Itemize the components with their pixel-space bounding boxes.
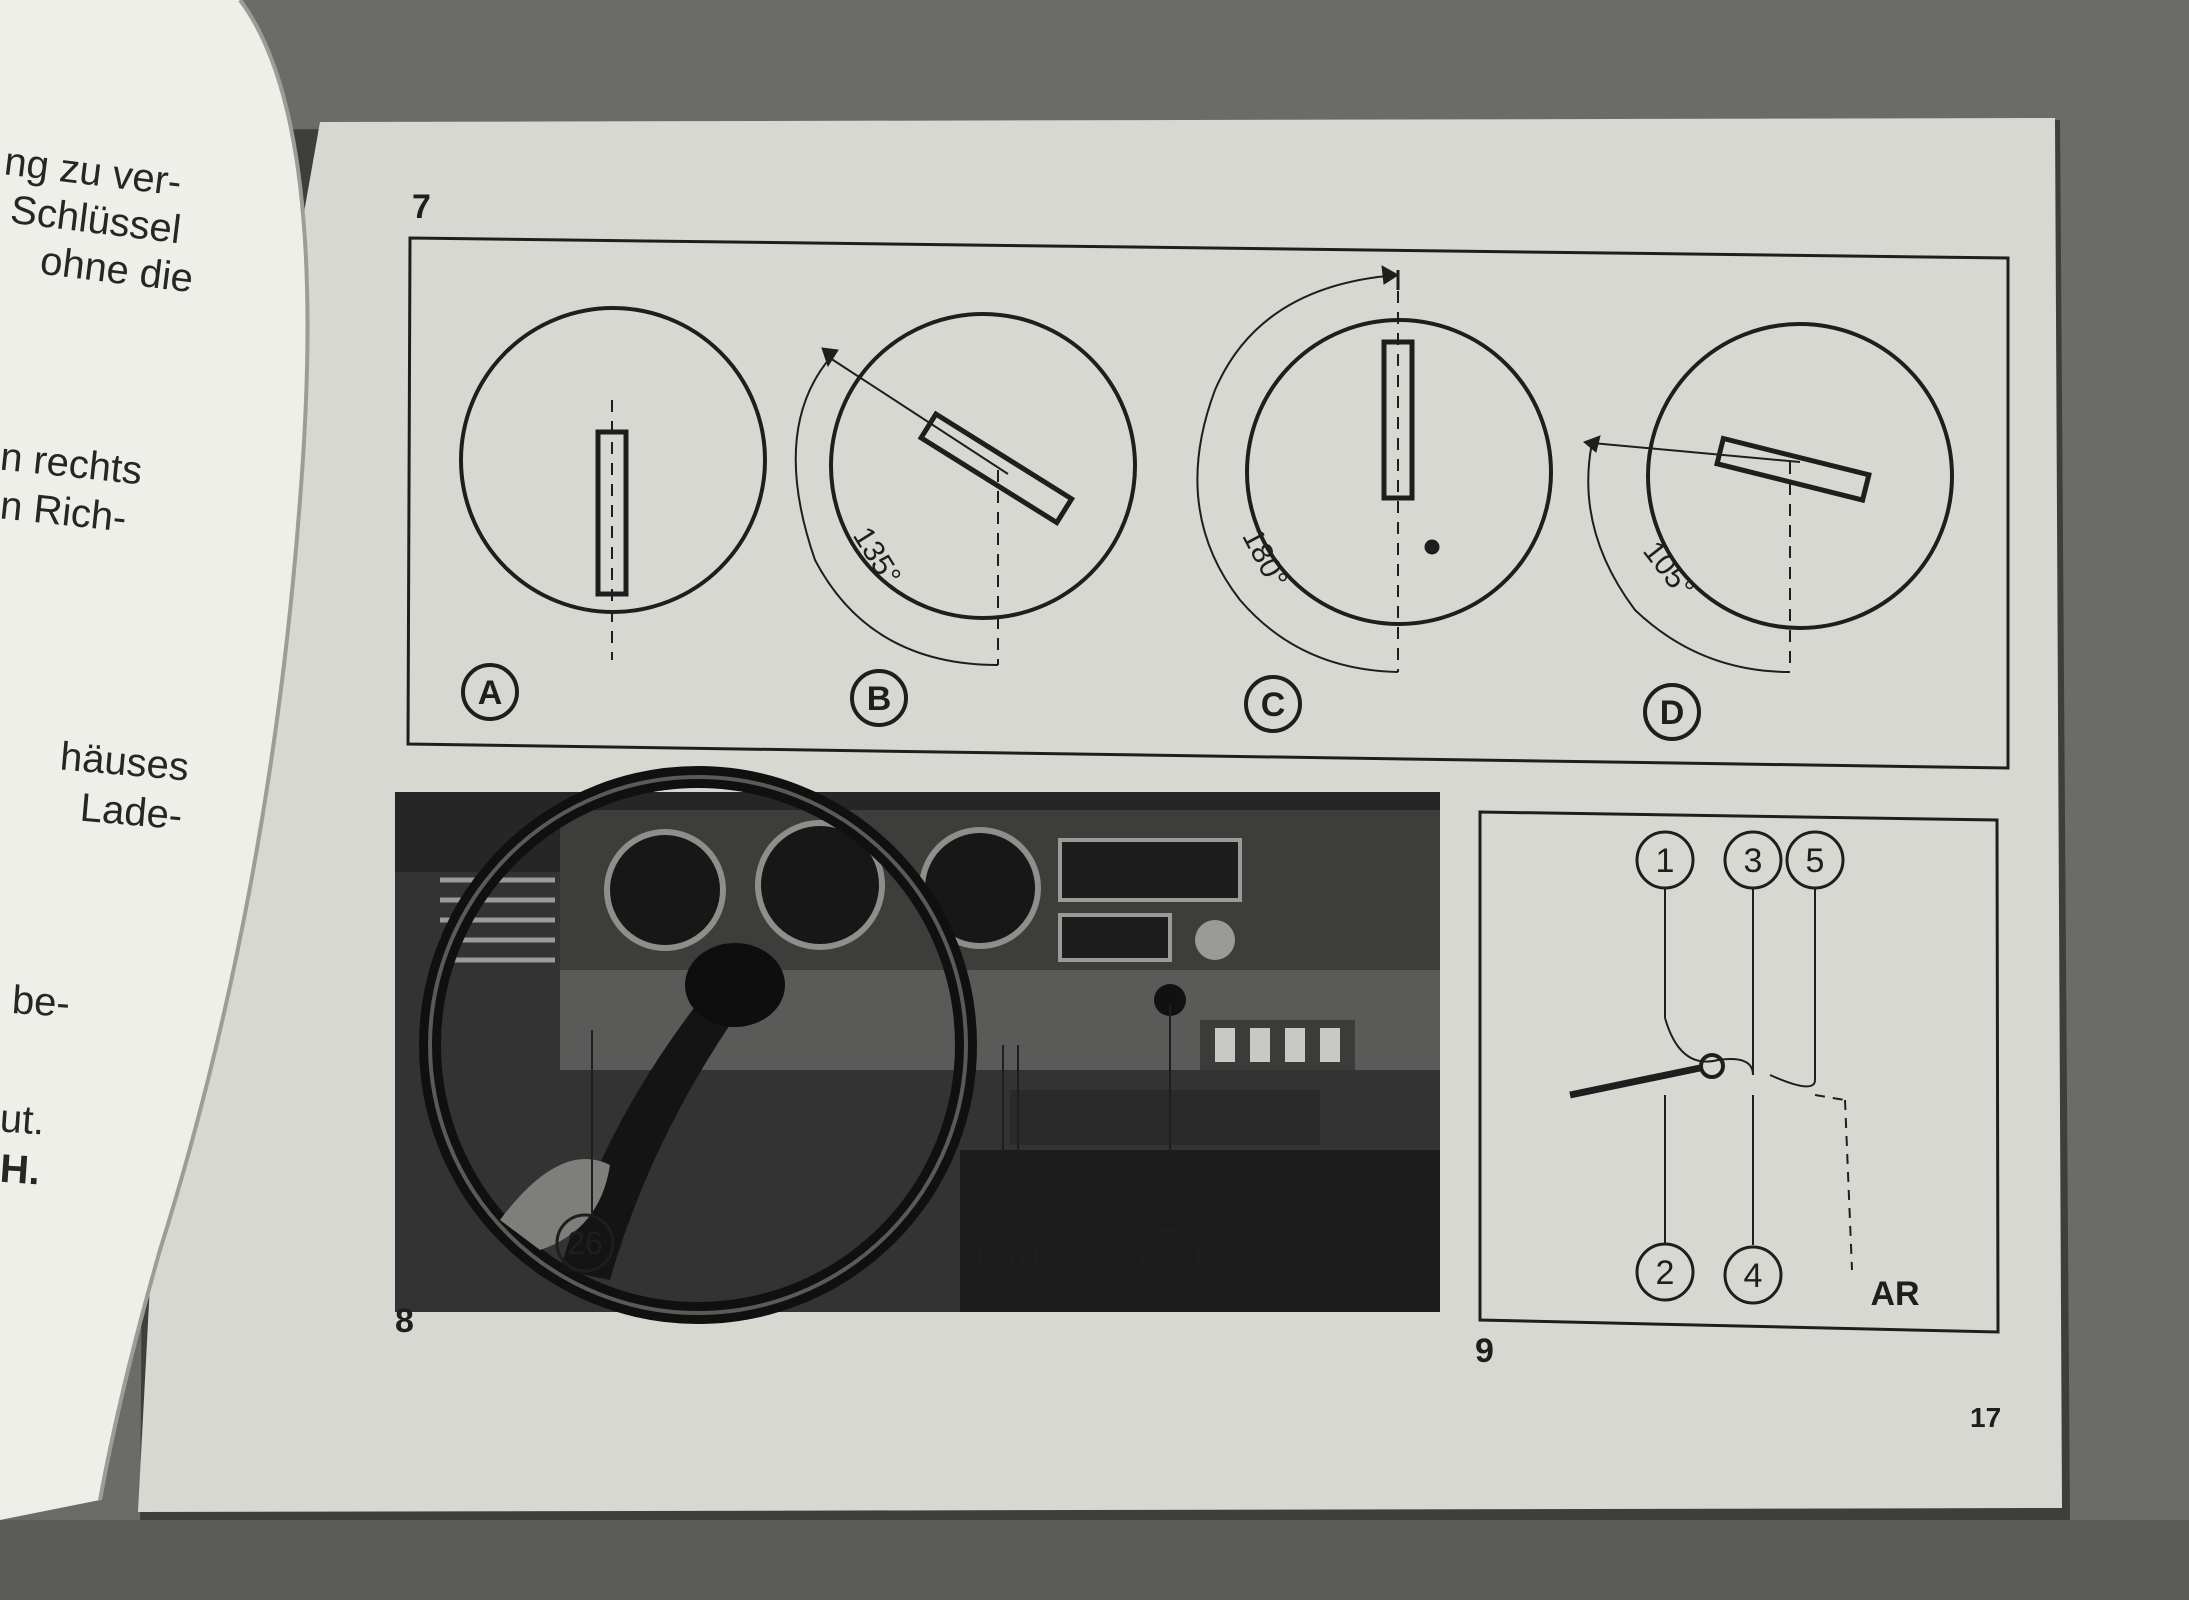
page-number: 17 xyxy=(1970,1402,2002,1433)
lock-dial-b xyxy=(829,312,1137,620)
panel-b-marker xyxy=(850,669,908,727)
callout-7: 7 xyxy=(1162,1241,1180,1277)
fig7-panel-c xyxy=(1196,265,1553,673)
gear-lever xyxy=(1569,1064,1701,1099)
fig9-number: 9 xyxy=(1475,1332,1494,1370)
fig9-frame xyxy=(1478,810,2000,1334)
key-slot-d xyxy=(1714,435,1872,504)
callout-28-marker xyxy=(978,1225,1038,1285)
angle-label-b: 135° xyxy=(846,521,907,591)
gear-reverse: AR xyxy=(1870,1275,1919,1313)
fig7-panel-d xyxy=(1583,322,1954,673)
gear-5: 5 xyxy=(1806,842,1825,880)
panel-a-marker xyxy=(461,663,519,721)
panel-c-marker xyxy=(1244,675,1302,733)
fig7-panel-b xyxy=(794,312,1137,666)
callout-28: 28 xyxy=(990,1237,1026,1273)
fig8-number: 8 xyxy=(395,1302,414,1340)
fig7-frame xyxy=(406,236,2010,770)
fig8-dashboard-photo xyxy=(395,766,1440,1324)
key-slot-b xyxy=(917,410,1076,527)
panel-d-marker xyxy=(1643,683,1701,741)
left-page xyxy=(0,0,308,1520)
panel-b-letter: B xyxy=(867,680,892,718)
lock-dial-a xyxy=(459,306,767,614)
callout-26-marker xyxy=(555,1213,615,1273)
callout-7-marker xyxy=(1141,1228,1201,1288)
angle-arc-c xyxy=(1196,274,1399,673)
angle-label-d: 105° xyxy=(1636,535,1700,604)
key-slot-a xyxy=(595,429,629,597)
key-slot-c xyxy=(1381,339,1415,501)
panel-d-letter: D xyxy=(1660,694,1685,732)
gear-4: 4 xyxy=(1744,1257,1763,1295)
callout-26: 26 xyxy=(567,1225,603,1261)
gear-2: 2 xyxy=(1656,1254,1675,1292)
panel-a-letter: A xyxy=(478,674,503,712)
fig7-panel-a xyxy=(459,306,767,660)
gear-3: 3 xyxy=(1744,842,1763,880)
angle-label-c: 180° xyxy=(1235,523,1293,593)
fig7-number: 7 xyxy=(412,188,431,226)
panel-c-letter: C xyxy=(1261,686,1286,724)
lock-dial-d xyxy=(1646,322,1954,630)
dial-mark-c xyxy=(1424,539,1440,555)
angle-arc-d xyxy=(1587,442,1791,673)
gear-1: 1 xyxy=(1656,842,1675,880)
angle-arc-b xyxy=(794,357,999,666)
fig9-gearshift-diagram xyxy=(1478,810,2000,1334)
